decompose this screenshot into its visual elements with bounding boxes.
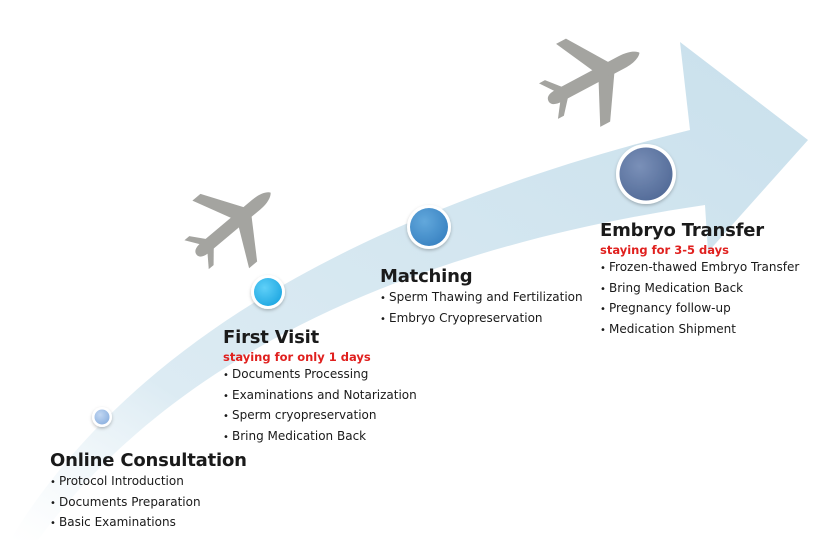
list-item: Protocol Introduction bbox=[50, 472, 247, 493]
stay-duration: staying for only 1 days bbox=[223, 350, 371, 364]
list-item: Sperm Thawing and Fertilization bbox=[380, 288, 583, 309]
list-item: Bring Medication Back bbox=[600, 279, 799, 300]
stage-items: Sperm Thawing and Fertilization Embryo C… bbox=[380, 288, 583, 329]
list-item: Bring Medication Back bbox=[223, 427, 417, 448]
stage-items: Protocol Introduction Documents Preparat… bbox=[50, 472, 247, 534]
stage-marker-embryo-transfer bbox=[616, 144, 676, 204]
stay-duration: staying for 3-5 days bbox=[600, 243, 729, 257]
list-item: Embryo Cryopreservation bbox=[380, 309, 583, 330]
stage-title: Matching bbox=[380, 266, 473, 287]
stage-marker-first-visit bbox=[251, 275, 285, 309]
stage-marker-online-consultation bbox=[92, 407, 112, 427]
list-item: Examinations and Notarization bbox=[223, 386, 417, 407]
list-item: Pregnancy follow-up bbox=[600, 299, 799, 320]
stage-title: First Visit bbox=[223, 327, 320, 348]
list-item: Documents Processing bbox=[223, 365, 417, 386]
list-item: Sperm cryopreservation bbox=[223, 406, 417, 427]
list-item: Frozen-thawed Embryo Transfer bbox=[600, 258, 799, 279]
stage-online-consultation: Online Consultation Protocol Introductio… bbox=[50, 450, 247, 534]
journey-arrow bbox=[10, 42, 808, 540]
stage-embryo-transfer: Embryo Transfer staying for 3-5 days Fro… bbox=[600, 220, 799, 340]
stage-marker-matching bbox=[407, 205, 451, 249]
list-item: Documents Preparation bbox=[50, 493, 247, 514]
stage-first-visit: First Visit staying for only 1 days Docu… bbox=[223, 327, 417, 447]
list-item: Basic Examinations bbox=[50, 513, 247, 534]
stage-items: Documents Processing Examinations and No… bbox=[223, 365, 417, 447]
stage-items: Frozen-thawed Embryo Transfer Bring Medi… bbox=[600, 258, 799, 340]
list-item: Medication Shipment bbox=[600, 320, 799, 341]
stage-title: Online Consultation bbox=[50, 450, 247, 471]
airplane-icon bbox=[539, 38, 640, 127]
airplane-icon bbox=[184, 192, 271, 270]
stage-title: Embryo Transfer bbox=[600, 220, 764, 241]
stage-matching: Matching Sperm Thawing and Fertilization… bbox=[380, 266, 583, 329]
